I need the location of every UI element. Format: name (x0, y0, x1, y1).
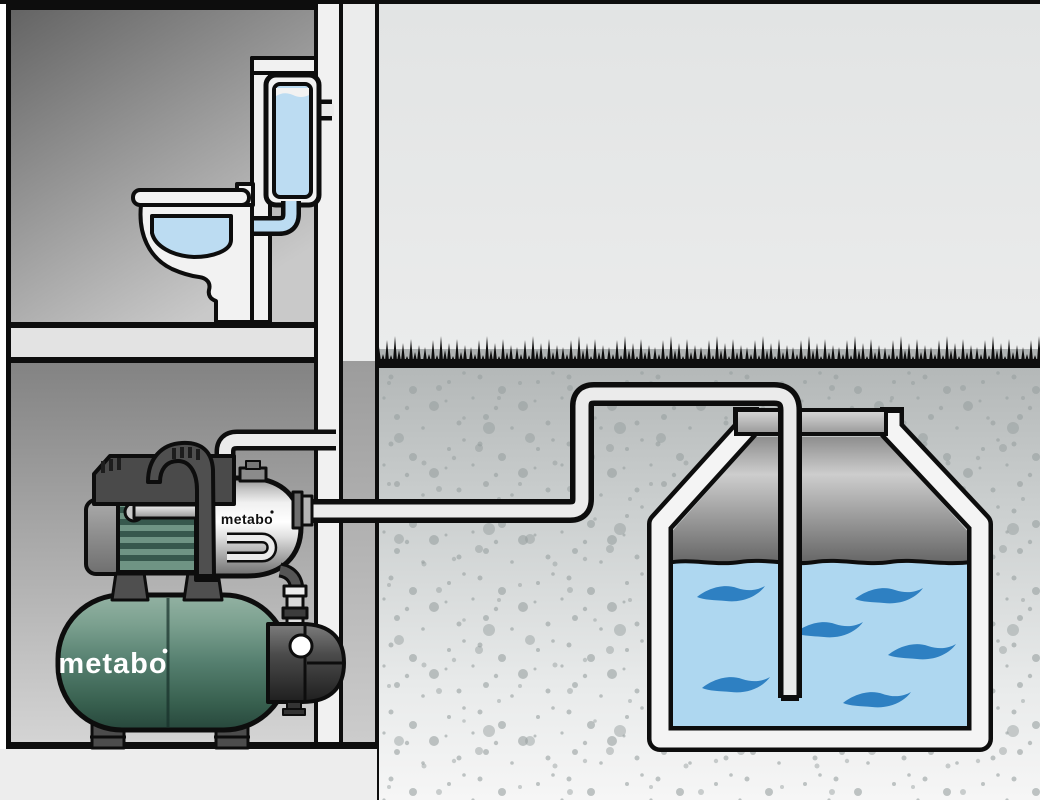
tank-logo: metabo (58, 648, 167, 680)
grass (377, 331, 1040, 361)
ceiling-line (6, 4, 314, 10)
toilet-cistern-water (272, 82, 313, 199)
priming-plug-top (245, 460, 261, 470)
neck-cap-right (880, 407, 904, 413)
pump-logo-reg-mark (270, 510, 274, 514)
switch-nub-base (282, 708, 306, 716)
outer-wall-line (375, 0, 379, 800)
cistern-wall (651, 411, 989, 748)
riser-frame-top (250, 56, 318, 75)
pipe-runs (214, 382, 802, 701)
pump-logo: metabo (221, 511, 273, 527)
pump-group: metabo metabo (55, 440, 346, 750)
floor-slab-top-line (11, 322, 314, 328)
riser-pipe (219, 434, 338, 482)
cistern-group (647, 407, 993, 752)
toilet-seat (131, 188, 251, 207)
flush-pipe (238, 201, 297, 232)
outer-wall-above (343, 4, 375, 361)
floor-slab (11, 328, 314, 357)
toilet-bowl-water (150, 214, 233, 259)
tank-logo-reg-mark (162, 648, 168, 654)
water-surface-line (667, 558, 973, 566)
suction-pipe (296, 387, 797, 698)
wall-duct-left-line (314, 4, 318, 742)
cistern-lid (734, 408, 888, 436)
outlet-collar-outer (300, 494, 314, 527)
terminal-box-vents (101, 458, 121, 473)
toilet-group (131, 56, 334, 324)
left-wall-line (6, 4, 11, 749)
u-tube (227, 535, 275, 560)
soil-line (377, 359, 1040, 368)
handle-vents (172, 447, 200, 460)
foundation (0, 749, 377, 800)
floor-slab-bottom-line (11, 357, 314, 363)
switch-dial (288, 633, 314, 659)
carry-handle (146, 440, 216, 578)
outer-wall-below (343, 361, 375, 742)
top-border (0, 0, 1040, 4)
sky (379, 4, 1040, 361)
basement-floor-line (6, 742, 377, 749)
wall-duct (318, 4, 339, 742)
wall-duct-right-line (339, 4, 343, 742)
suction-pipe-end (781, 695, 799, 701)
cistern-water-surface (276, 88, 309, 97)
